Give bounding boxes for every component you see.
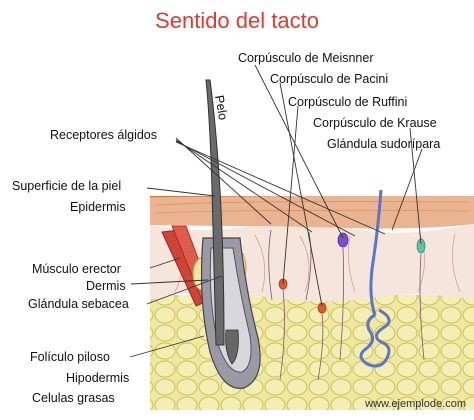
hair-shaft xyxy=(205,79,225,346)
label-receptores-algidos: Receptores álgidos xyxy=(50,128,157,142)
label-epidermis: Epidermis xyxy=(70,200,126,214)
label-superficie: Superficie de la piel xyxy=(12,179,121,193)
label-krause: Corpúsculo de Krause xyxy=(313,116,437,130)
label-hipodermis: Hipodermis xyxy=(66,371,129,385)
label-celulas-grasas: Celulas grasas xyxy=(32,391,115,405)
label-sudoripara: Glándula sudorípara xyxy=(327,137,440,151)
label-foliculo-piloso: Folículo piloso xyxy=(30,350,110,364)
hair-label: Pelo xyxy=(212,94,230,121)
label-musculo-erector: Músculo erector xyxy=(32,262,121,276)
credit-text: www.ejemplode.com xyxy=(364,398,466,410)
left-labels: Receptores álgidos Superficie de la piel… xyxy=(12,128,157,405)
label-pacini: Corpúsculo de Pacini xyxy=(270,72,388,86)
meissner-corpuscle xyxy=(337,232,349,248)
sweat-gland xyxy=(359,189,391,368)
leader-lines xyxy=(129,64,423,358)
right-labels: Corpúsculo de Meisnner Corpúsculo de Pac… xyxy=(238,51,440,151)
diagram-title: Sentido del tacto xyxy=(155,8,319,33)
label-glandula-sebacea: Glándula sebacea xyxy=(28,297,129,311)
label-meissner: Corpúsculo de Meisnner xyxy=(238,51,374,65)
nerve-fibers xyxy=(268,229,425,381)
krause-corpuscle xyxy=(416,238,426,254)
fat-cells xyxy=(150,295,474,410)
label-ruffini: Corpúsculo de Ruffini xyxy=(288,95,407,109)
label-dermis: Dermis xyxy=(86,279,126,293)
